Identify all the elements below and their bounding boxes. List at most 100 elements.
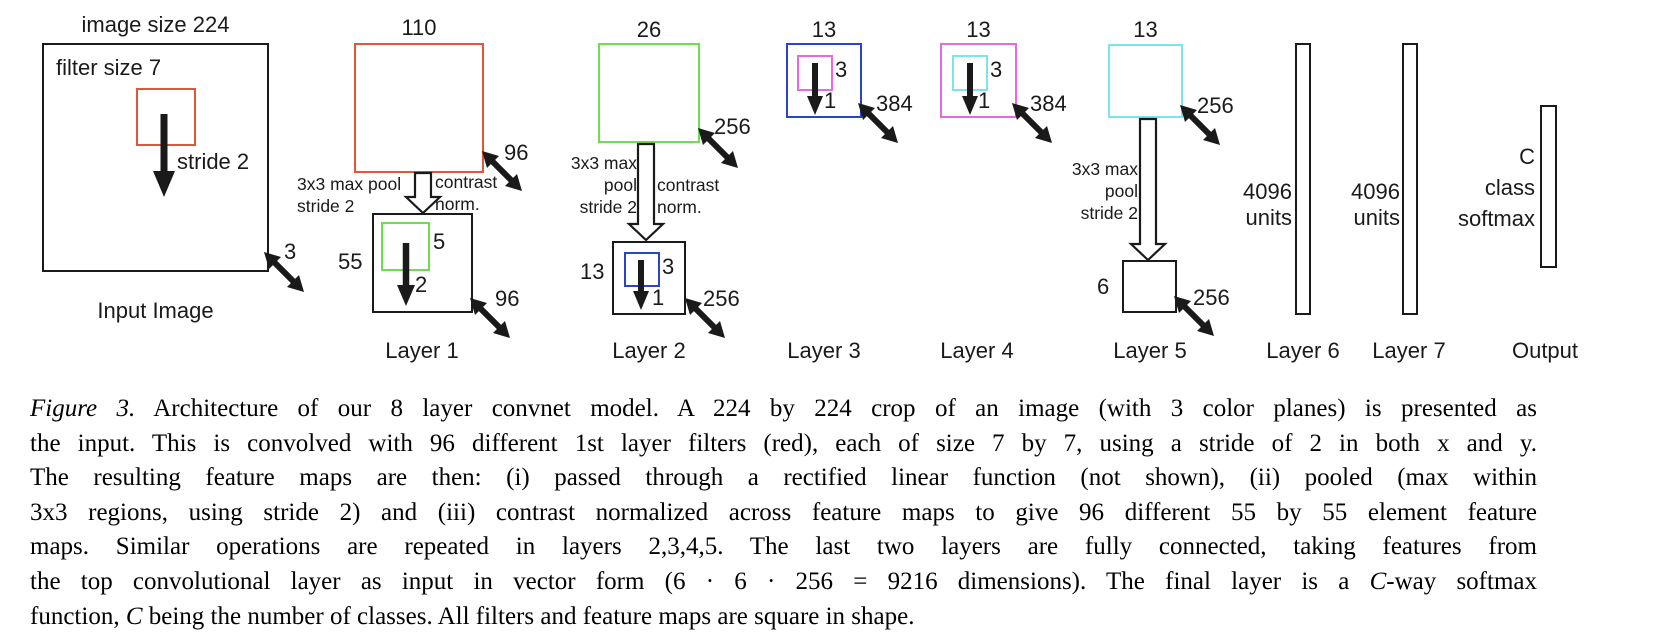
- l2-pool-arrow-icon: [626, 142, 666, 242]
- input-size-label: image size 224: [81, 12, 230, 37]
- l3-name-label: Layer 3: [787, 338, 861, 363]
- l5-conv-depth-label: 256: [1197, 93, 1234, 118]
- l7-units-line2: units: [1353, 205, 1400, 230]
- caption-line-3: The resulting feature maps are then: (i)…: [30, 464, 1537, 492]
- l7-fc-bar: [1402, 43, 1418, 315]
- l1-pool-arrow-icon: [403, 171, 443, 215]
- output-note-line1: C: [1519, 144, 1535, 169]
- input-depth-label: 3: [284, 239, 297, 264]
- l5-pool-note-line1: 3x3 max: [1071, 159, 1138, 179]
- input-stride-label: stride 2: [177, 149, 250, 174]
- l2-conv-size-label: 26: [636, 17, 662, 42]
- l3-filter-size-label: 3: [835, 57, 848, 82]
- l1-conv-depth-label: 96: [504, 140, 529, 165]
- l5-pooled-box: [1122, 260, 1177, 313]
- l1-conv-depth-arrow-icon: [482, 151, 522, 191]
- caption-line-7: function, C being the number of classes.…: [30, 602, 915, 630]
- l1-stride-label: 2: [415, 272, 428, 297]
- l6-fc-bar: [1295, 43, 1311, 315]
- caption-line-4: 3x3 regions, using stride 2) and (iii) c…: [30, 498, 1537, 526]
- l2-pool-size-label: 13: [580, 259, 605, 284]
- l7-name-label: Layer 7: [1372, 338, 1446, 363]
- l1-pool-depth-arrow-icon: [470, 298, 510, 338]
- l2-conv-depth-label: 256: [714, 114, 751, 139]
- l5-conv-box: [1108, 44, 1183, 118]
- l3-depth-arrow-icon: [858, 103, 898, 143]
- l2-pool-note-line1: 3x3 max: [570, 153, 637, 173]
- l5-pool-arrow-icon: [1128, 117, 1168, 262]
- l5-name-label: Layer 5: [1113, 338, 1187, 363]
- l4-stride-arrow-icon: [962, 63, 978, 115]
- caption-line-6: the top convolutional layer as input in …: [30, 567, 1537, 595]
- l2-filter-size-label: 3: [662, 254, 675, 279]
- l5-pool-note-line2: pool: [1104, 181, 1138, 201]
- l4-stride-label: 1: [978, 88, 991, 113]
- l1-stride-arrow-icon: [397, 243, 415, 306]
- l5-conv-size-label: 13: [1133, 17, 1158, 42]
- l5-pool-depth-arrow-icon: [1174, 296, 1214, 336]
- l1-filter-size-label: 5: [433, 229, 446, 254]
- l2-pool-note: 3x3 max pool stride 2: [550, 152, 637, 218]
- l4-conv-box: [940, 43, 1017, 118]
- input-depth-arrow-icon: [264, 252, 304, 292]
- l1-pool-size-label: 55: [338, 249, 363, 274]
- l6-units-line2: units: [1245, 205, 1292, 230]
- l2-norm-note-line1: contrast: [657, 175, 720, 195]
- l1-conv-box: [354, 43, 484, 173]
- l2-stride-label: 1: [652, 285, 665, 310]
- l5-pool-depth-label: 256: [1193, 285, 1230, 310]
- l3-conv-box: [786, 43, 862, 118]
- l2-pool-depth-arrow-icon: [685, 298, 725, 338]
- output-bar: [1540, 105, 1557, 268]
- l3-size-label: 13: [811, 17, 837, 42]
- l2-name-label: Layer 2: [612, 338, 686, 363]
- caption-figure-number: Figure 3.: [30, 395, 136, 422]
- l2-pool-note-line3: stride 2: [579, 197, 637, 217]
- l4-depth-arrow-icon: [1012, 103, 1052, 143]
- l5-pool-note: 3x3 max pool stride 2: [1051, 158, 1138, 224]
- l1-name-label: Layer 1: [385, 338, 459, 363]
- l6-name-label: Layer 6: [1266, 338, 1340, 363]
- l4-size-label: 13: [966, 17, 991, 42]
- l3-depth-label: 384: [876, 91, 913, 116]
- l7-units-note: 4096 units: [1330, 179, 1400, 231]
- l1-pool-note-line1: 3x3 max pool: [297, 174, 402, 194]
- caption-line-2: the input. This is convolved with 96 dif…: [30, 429, 1537, 457]
- l1-norm-note: contrast norm.: [435, 171, 497, 215]
- l1-norm-note-line1: contrast: [435, 172, 498, 192]
- input-image-box: [42, 43, 269, 272]
- l5-pool-note-line3: stride 2: [1080, 203, 1138, 223]
- input-image-title: Input Image: [97, 298, 214, 323]
- l6-units-note: 4096 units: [1222, 179, 1292, 231]
- l4-name-label: Layer 4: [940, 338, 1014, 363]
- l4-depth-label: 384: [1030, 91, 1067, 116]
- l2-pooled-box: [612, 241, 686, 315]
- l1-conv-size-label: 110: [401, 15, 437, 40]
- l2-norm-note-line2: norm.: [657, 197, 702, 217]
- input-stride-arrow-icon: [153, 114, 175, 197]
- l5-conv-depth-arrow-icon: [1180, 105, 1220, 145]
- l2-conv-box: [598, 43, 700, 143]
- l1-pooled-box: [372, 213, 473, 313]
- l1-pool-depth-label: 96: [495, 286, 520, 311]
- l5-pool-size-label: 6: [1097, 274, 1110, 299]
- input-filter-label: filter size 7: [56, 55, 162, 80]
- caption-line-5: maps. Similar operations are repeated in…: [30, 533, 1537, 561]
- caption-line-1: Figure 3. Architecture of our 8 layer co…: [30, 395, 1537, 422]
- l4-filter-size-label: 3: [990, 57, 1003, 82]
- l2-conv-depth-arrow-icon: [698, 128, 738, 168]
- l1-pool-note: 3x3 max pool stride 2: [297, 173, 401, 217]
- l7-units-line1: 4096: [1351, 179, 1400, 204]
- l1-pool-note-line2: stride 2: [297, 196, 355, 216]
- output-name-label: Output: [1511, 338, 1579, 363]
- output-note: C class softmax: [1435, 141, 1535, 234]
- l2-norm-note: contrast norm.: [657, 174, 719, 218]
- l2-pool-depth-label: 256: [703, 286, 740, 311]
- l1-norm-note-line2: norm.: [435, 194, 480, 214]
- l6-units-line1: 4096: [1243, 179, 1292, 204]
- l3-stride-arrow-icon: [807, 63, 823, 115]
- figure-caption: Figure 3. Architecture of our 8 layer co…: [30, 392, 1537, 634]
- l3-stride-label: 1: [824, 88, 837, 113]
- l2-stride-arrow-icon: [633, 260, 649, 310]
- l2-pool-note-line2: pool: [603, 175, 637, 195]
